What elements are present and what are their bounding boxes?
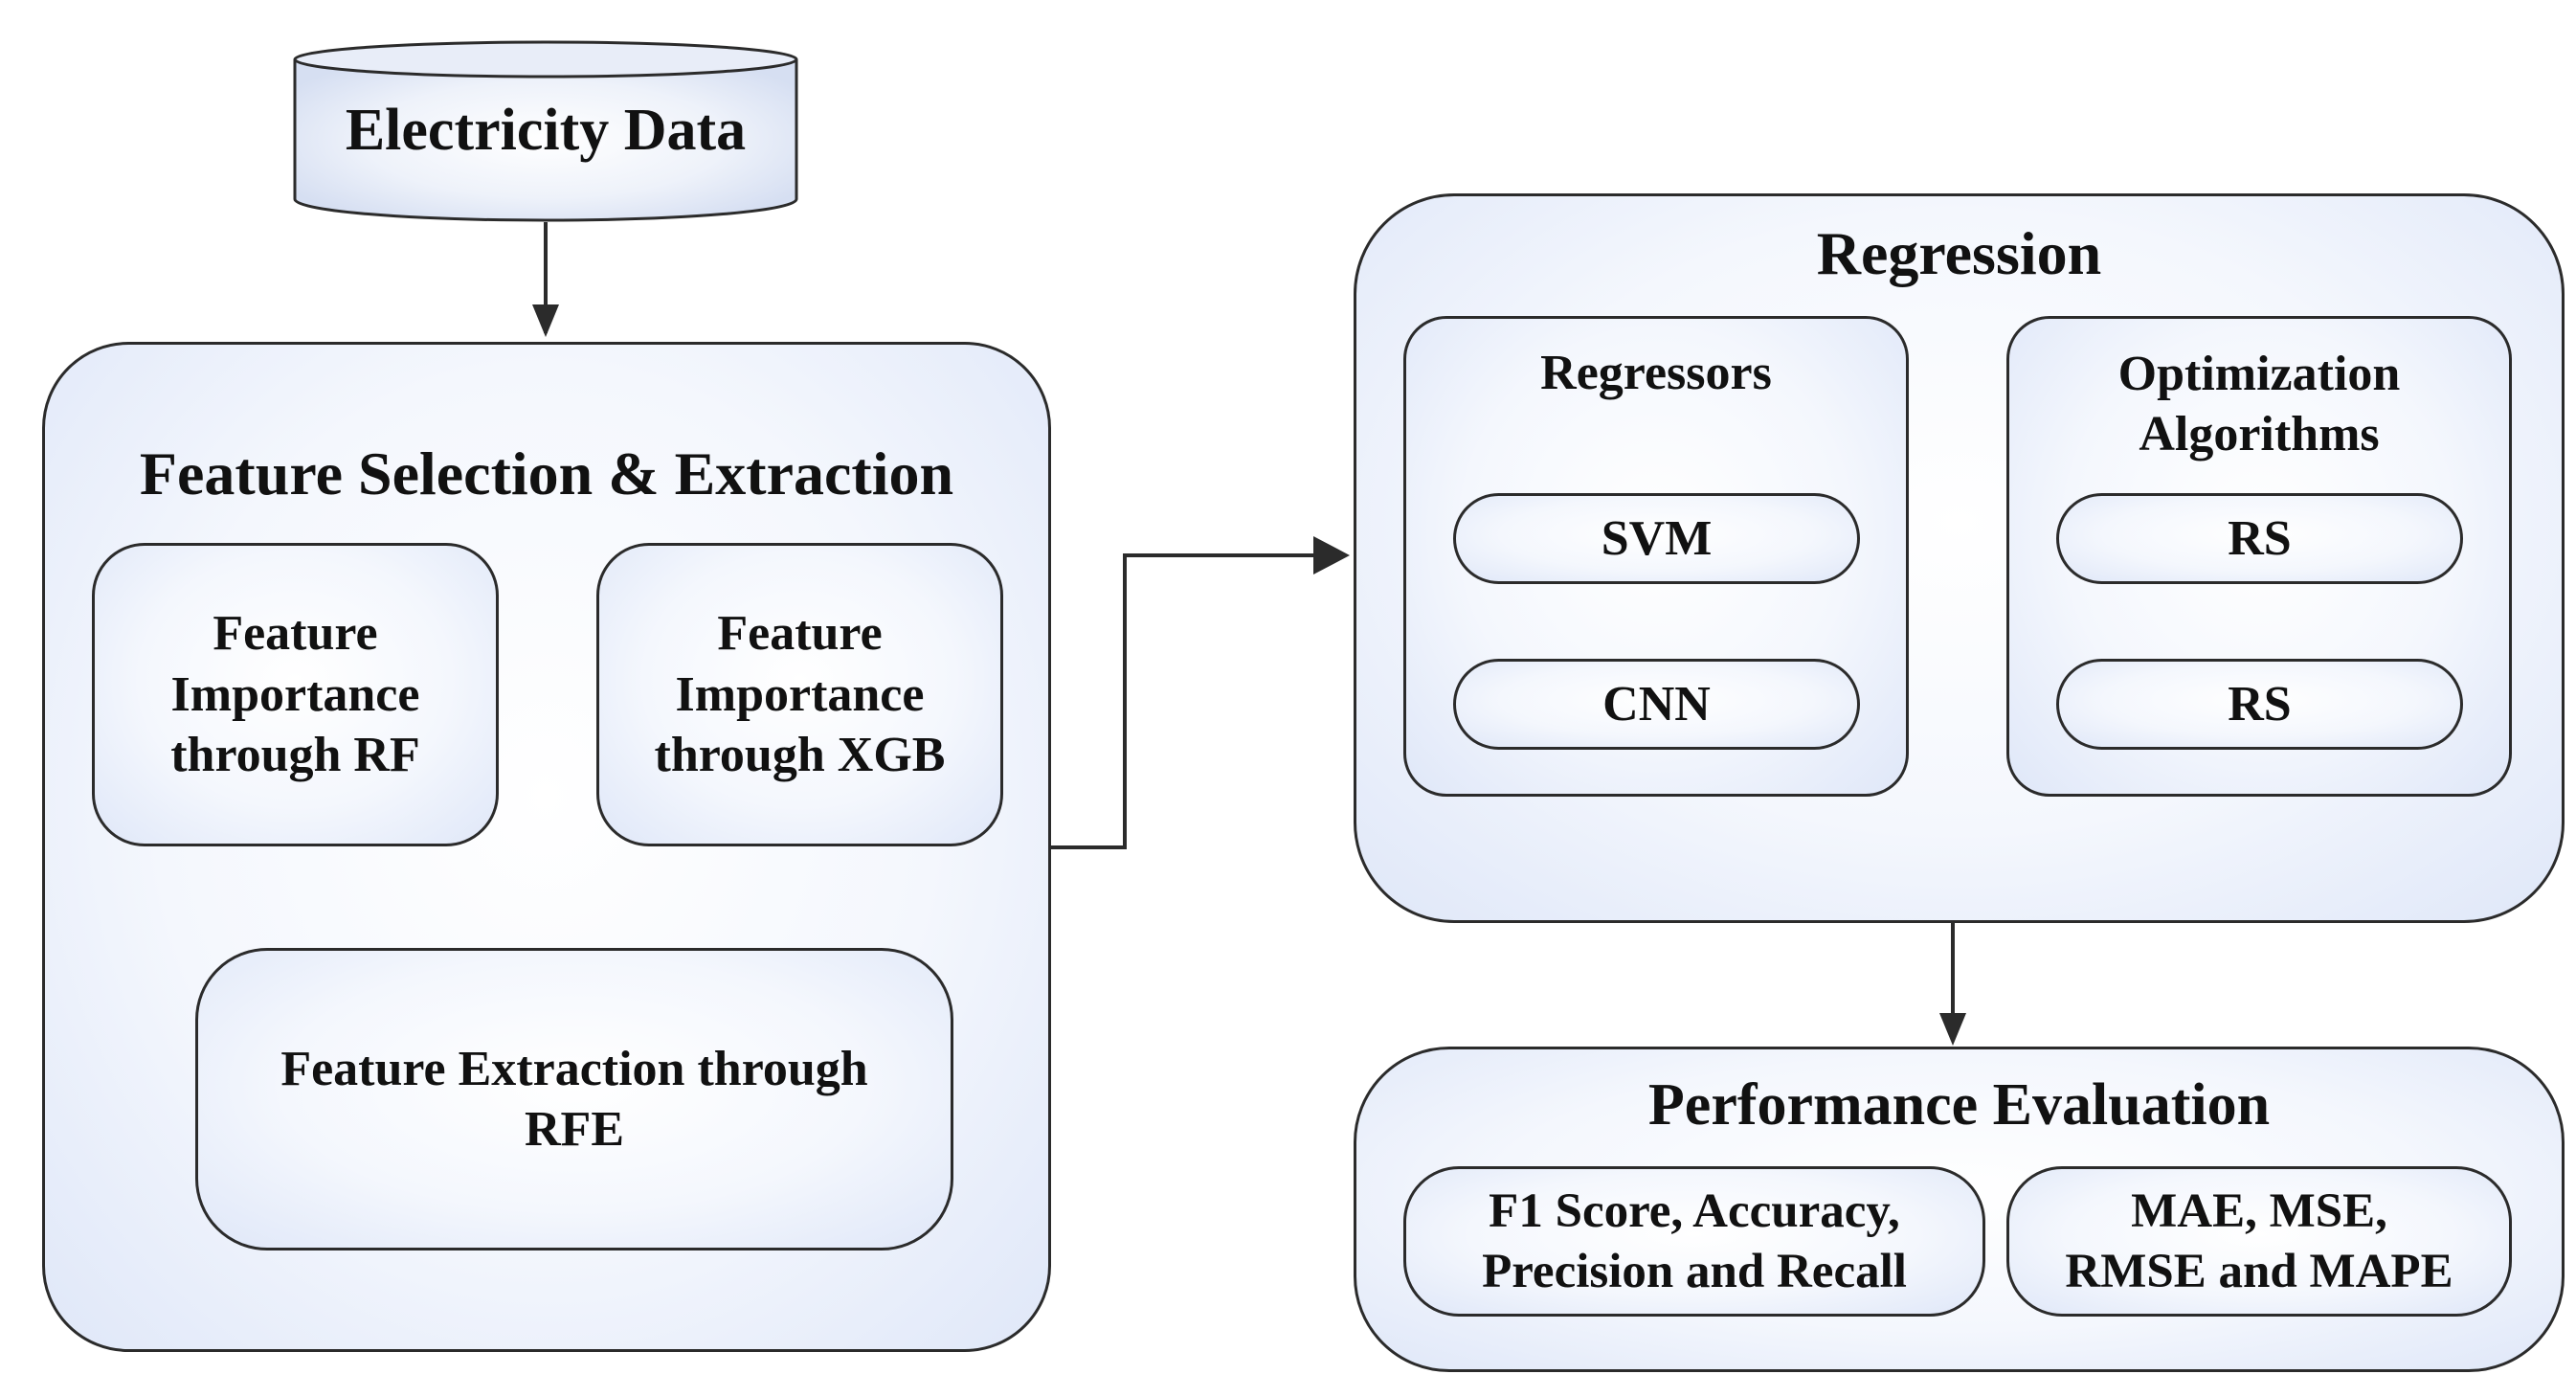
classification-metrics-label: F1 Score, Accuracy, Precision and Recall	[1482, 1184, 1907, 1298]
arrow-head-down-icon	[1939, 1013, 1966, 1046]
regression-metrics-label: MAE, MSE, RMSE and MAPE	[2065, 1184, 2453, 1298]
performance-evaluation-title: Performance Evaluation	[1647, 1072, 2271, 1138]
xgb-importance-box	[596, 543, 1003, 846]
arrow-head-right-icon	[1313, 536, 1350, 575]
optimization-title: Optimization Algorithms	[2117, 346, 2401, 462]
regression-title: Regression	[1816, 218, 2102, 287]
cnn-label: CNN	[1602, 676, 1711, 732]
database-cylinder-icon	[293, 40, 798, 222]
feature-selection-title: Feature Selection & Extraction	[139, 439, 954, 507]
xgb-importance-label: Feature Importance through XGB	[654, 606, 946, 783]
svm-box	[1453, 493, 1860, 584]
arrow-head-down-icon	[532, 304, 559, 337]
rs-label-svm: RS	[2228, 510, 2292, 566]
rs-box-cnn	[2056, 659, 2463, 750]
svm-label: SVM	[1601, 510, 1713, 566]
rs-box-svm	[2056, 493, 2463, 584]
rfe-extraction-box	[195, 948, 953, 1251]
cnn-box	[1453, 659, 1860, 750]
rf-importance-label: Feature Importance through RF	[170, 606, 420, 783]
arrow-features-to-regression	[1048, 553, 1321, 849]
regression-metrics-box	[2006, 1166, 2512, 1317]
regressors-title: Regressors	[1540, 346, 1772, 401]
rfe-extraction-label: Feature Extraction through RFE	[280, 1041, 868, 1157]
rf-importance-box	[92, 543, 499, 846]
rs-label-cnn: RS	[2228, 676, 2292, 732]
electricity-data-label: Electricity Data	[345, 98, 747, 164]
classification-metrics-box	[1403, 1166, 1985, 1317]
